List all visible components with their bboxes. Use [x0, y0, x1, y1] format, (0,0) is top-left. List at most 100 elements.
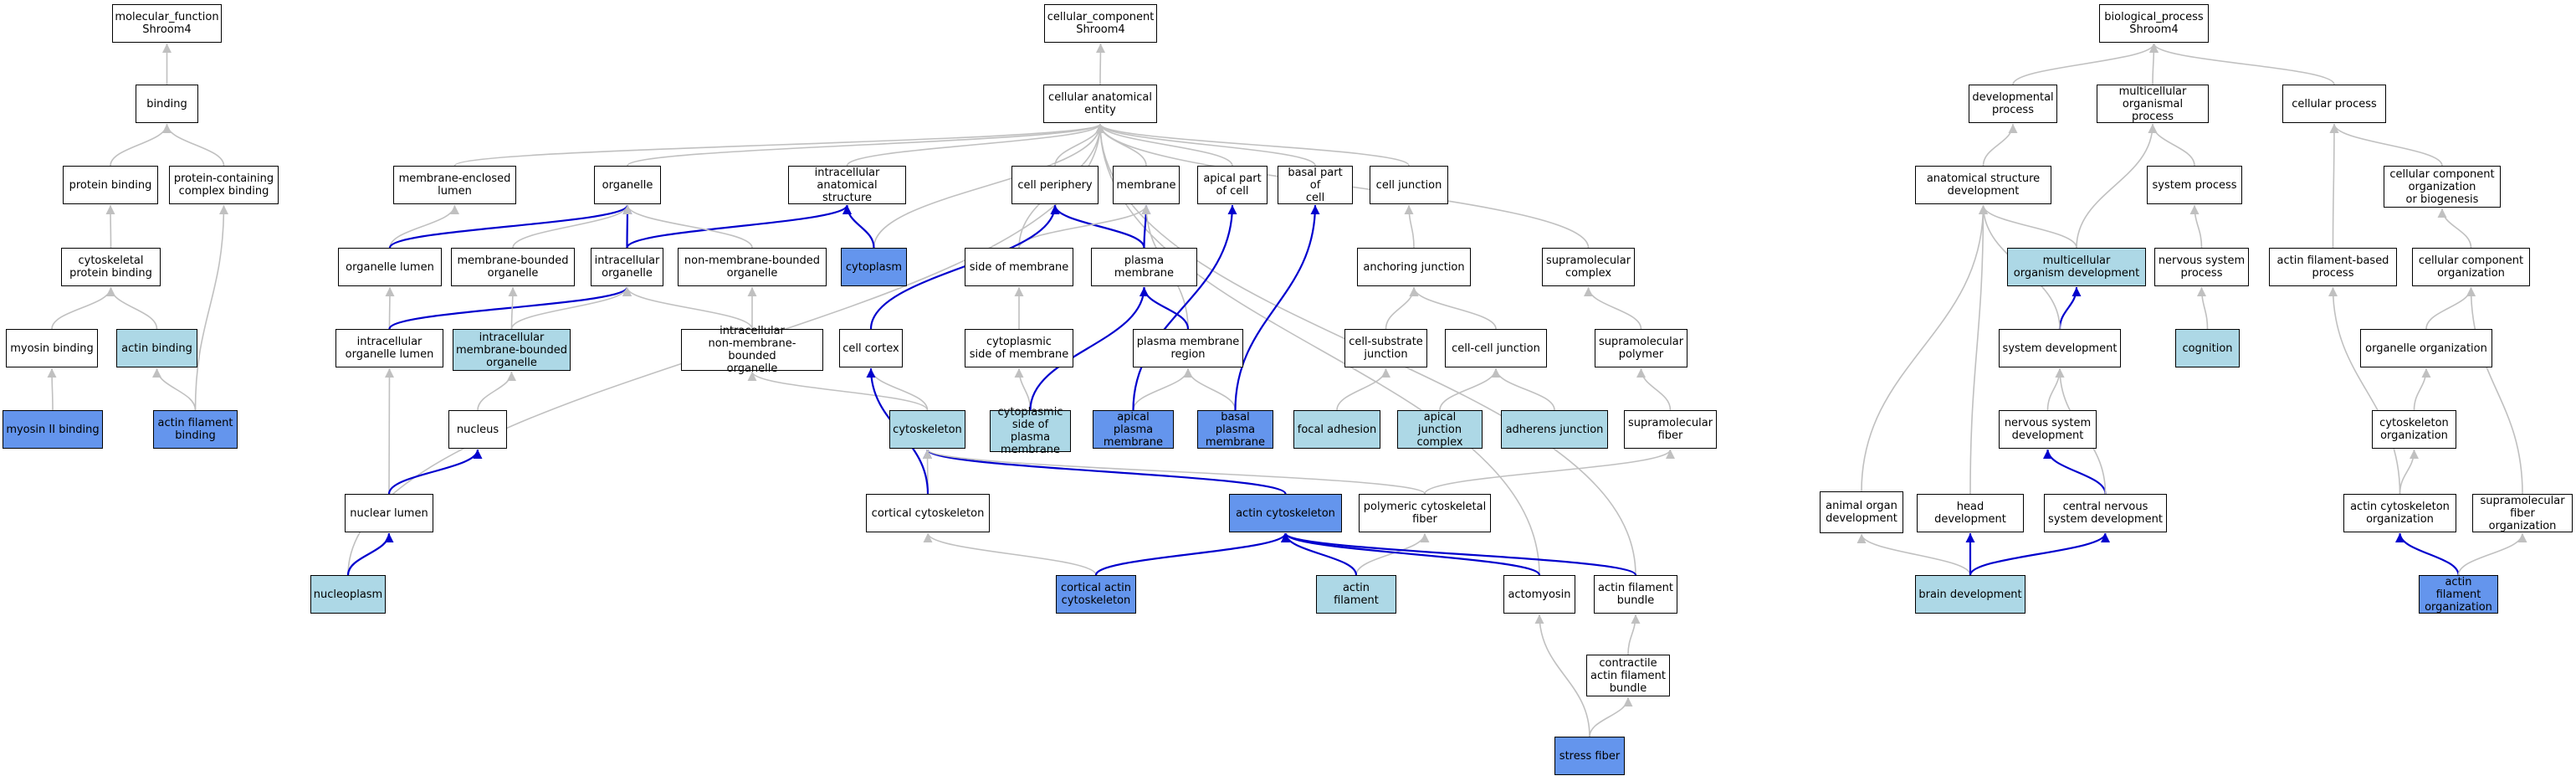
node-actinfilbind[interactable]: actin filament binding — [153, 410, 238, 449]
edge-supafiber-to-supapolymer — [1636, 367, 1672, 411]
node-orglumen[interactable]: organelle lumen — [338, 248, 442, 286]
node-cellperiph[interactable]: cell periphery — [1011, 166, 1099, 204]
edge-nucleus-to-intramembbound — [477, 371, 516, 411]
node-memlumen[interactable]: membrane-enclosed lumen — [393, 166, 516, 204]
node-nucleoplasm[interactable]: nucleoplasm — [310, 575, 386, 614]
edge-actinbind-to-cytoprot — [106, 286, 158, 330]
node-cytoprot[interactable]: cytoskeletal protein binding — [61, 248, 161, 286]
edge-anatdev-to-devproc — [1982, 123, 2018, 167]
edge-cytoorg-to-orgorg — [2413, 367, 2431, 411]
edge-intramembbound-to-membound — [508, 286, 518, 330]
node-binding[interactable]: binding — [136, 85, 198, 123]
edge-organelle-to-cae — [627, 123, 1105, 167]
node-basalpart[interactable]: basal part of cell — [1278, 166, 1353, 204]
node-cytoplasm[interactable]: cytoplasm — [841, 248, 907, 286]
node-actincytoorg[interactable]: actin cytoskeleton organization — [2343, 494, 2456, 532]
node-sidemem[interactable]: side of membrane — [965, 248, 1073, 286]
node-polycytofiber[interactable]: polymeric cytoskeletal fiber — [1359, 494, 1491, 532]
edge-stressfiber-to-actomyosin — [1534, 614, 1590, 737]
node-intramembbound[interactable]: intracellular membrane-bounded organelle — [453, 329, 571, 371]
node-contractile[interactable]: contractile actin filament bundle — [1586, 655, 1670, 696]
node-devproc[interactable]: developmental process — [1969, 85, 2057, 123]
node-actinbind[interactable]: actin binding — [116, 329, 197, 367]
node-afbundle[interactable]: actin filament bundle — [1594, 575, 1677, 614]
edge-actinfil-to-polycytofiber — [1355, 532, 1430, 576]
edge-corticalactin-to-actincyto — [1094, 532, 1290, 576]
edge-cellcortex-to-cellperiph — [869, 204, 1060, 330]
node-apicalpart[interactable]: apical part of cell — [1197, 166, 1268, 204]
node-stressfiber[interactable]: stress fiber — [1554, 737, 1625, 775]
node-multidev[interactable]: multicellular organism development — [2007, 248, 2146, 286]
node-supafiber[interactable]: supramolecular fiber — [1624, 410, 1717, 449]
node-orgorg[interactable]: organelle organization — [2360, 329, 2492, 367]
node-intranonmemb[interactable]: intracellular non-membrane-bounded organ… — [681, 325, 823, 375]
edge-afo-to-actincytoorg — [2395, 532, 2460, 576]
edge-protbind-to-binding — [110, 123, 172, 167]
node-cellcelljunc[interactable]: cell-cell junction — [1445, 329, 1547, 367]
edge-orglumen-to-memlumen — [389, 204, 459, 249]
edge-actinfilbind-to-pcbind — [194, 204, 228, 411]
node-celljunction[interactable]: cell junction — [1370, 166, 1448, 204]
node-nucleus[interactable]: nucleus — [448, 410, 507, 449]
node-cellsubjunc[interactable]: cell-substrate junction — [1344, 329, 1427, 367]
node-cytosidepm[interactable]: cytoplasmic side of plasma membrane — [990, 406, 1071, 456]
node-myosinbind[interactable]: myosin binding — [6, 329, 98, 367]
node-supafiberorg[interactable]: supramolecular fiber organization — [2472, 494, 2573, 532]
node-corticalcyto[interactable]: cortical cytoskeleton — [866, 494, 990, 532]
node-ias[interactable]: intracellular anatomical structure — [788, 166, 906, 204]
node-cytoskeleton[interactable]: cytoskeleton — [889, 410, 965, 449]
node-pmregion[interactable]: plasma membrane region — [1133, 329, 1243, 367]
node-cc[interactable]: cellular_component Shroom4 — [1044, 4, 1157, 43]
edge-nonmemb-to-organelle — [622, 204, 753, 249]
node-sysproc[interactable]: system process — [2147, 166, 2242, 204]
node-intraorg[interactable]: intracellular organelle — [591, 248, 663, 286]
node-supapolymer[interactable]: supramolecular polymer — [1595, 329, 1687, 367]
node-cnsdev[interactable]: central nervous system development — [2044, 494, 2167, 532]
node-actinfil[interactable]: actin filament — [1316, 575, 1396, 614]
node-anchjunc[interactable]: anchoring junction — [1357, 248, 1471, 286]
node-adherens[interactable]: adherens junction — [1501, 410, 1608, 449]
node-mf[interactable]: molecular_function Shroom4 — [112, 4, 222, 43]
edge-sysdev-to-multidev — [2058, 286, 2082, 330]
node-myosin2[interactable]: myosin II binding — [3, 410, 103, 449]
node-cellcortex[interactable]: cell cortex — [839, 329, 903, 367]
node-cytosidemem[interactable]: cytoplasmic side of membrane — [965, 329, 1073, 367]
node-plasmamem[interactable]: plasma membrane — [1091, 248, 1197, 286]
node-sysdev[interactable]: system development — [1999, 329, 2121, 367]
edge-layer — [47, 43, 2527, 737]
node-ccorg[interactable]: cellular component organization — [2412, 248, 2530, 286]
node-basalpm[interactable]: basal plasma membrane — [1197, 410, 1273, 449]
node-nuclumen[interactable]: nuclear lumen — [345, 494, 433, 532]
node-actomyosin[interactable]: actomyosin — [1503, 575, 1575, 614]
node-cognition[interactable]: cognition — [2175, 329, 2240, 367]
node-focaladh[interactable]: focal adhesion — [1293, 410, 1380, 449]
node-bp[interactable]: biological_process Shroom4 — [2099, 4, 2209, 43]
node-braindev[interactable]: brain development — [1915, 575, 2025, 614]
node-protbind[interactable]: protein binding — [63, 166, 158, 204]
node-multiproc[interactable]: multicellular organismal process — [2097, 85, 2209, 123]
node-corticalactin[interactable]: cortical actin cytoskeleton — [1056, 575, 1136, 614]
node-nervdev[interactable]: nervous system development — [1999, 410, 2097, 449]
node-intraorglumen[interactable]: intracellular organelle lumen — [335, 329, 443, 367]
node-actincyto[interactable]: actin cytoskeleton — [1229, 494, 1342, 532]
node-anatdev[interactable]: anatomical structure development — [1915, 166, 2051, 204]
node-animalorg[interactable]: animal organ development — [1820, 491, 1903, 533]
node-supracomplex[interactable]: supramolecular complex — [1542, 248, 1635, 286]
node-afo[interactable]: actin filament organization — [2419, 575, 2498, 614]
node-cae[interactable]: cellular anatomical entity — [1043, 85, 1157, 123]
node-apicalpm[interactable]: apical plasma membrane — [1093, 410, 1174, 449]
node-ccorgbio[interactable]: cellular component organization or bioge… — [2384, 166, 2501, 208]
edge-nervdev-to-sysdev — [2046, 367, 2065, 411]
node-headdev[interactable]: head development — [1917, 494, 2024, 532]
node-nervproc[interactable]: nervous system process — [2154, 248, 2249, 286]
edge-apicalpart-to-cae — [1095, 123, 1233, 167]
node-organelle[interactable]: organelle — [594, 166, 661, 204]
node-afbproc[interactable]: actin filament-based process — [2269, 248, 2397, 286]
node-cellproc[interactable]: cellular process — [2282, 85, 2386, 123]
node-membrane[interactable]: membrane — [1113, 166, 1180, 204]
node-cytoorg[interactable]: cytoskeleton organization — [2372, 410, 2456, 449]
node-nonmemb[interactable]: non-membrane-bounded organelle — [678, 248, 827, 286]
node-pcbind[interactable]: protein-containing complex binding — [169, 166, 279, 204]
node-membound[interactable]: membrane-bounded organelle — [451, 248, 575, 286]
node-apicaljc[interactable]: apical junction complex — [1397, 410, 1483, 449]
